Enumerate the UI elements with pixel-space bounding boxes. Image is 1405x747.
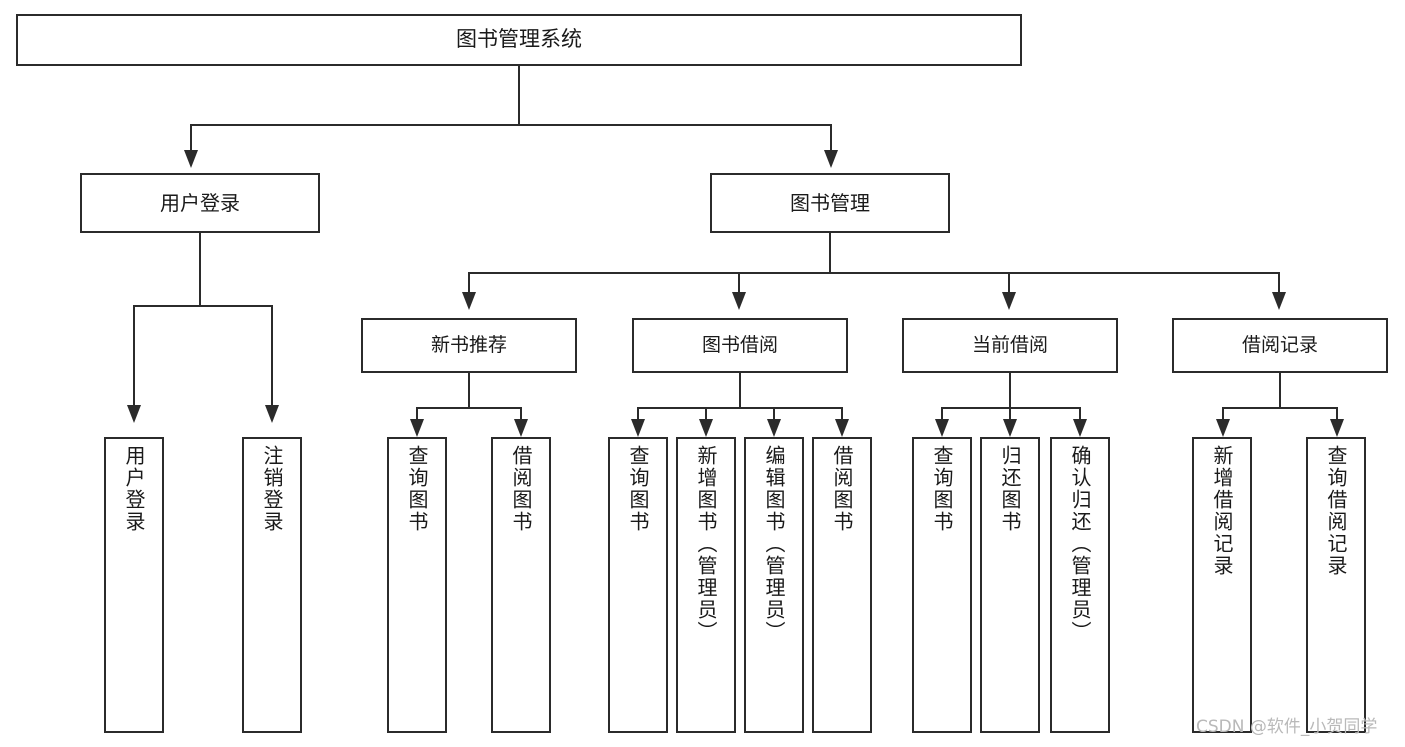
connector-to-current-borrow: [1008, 272, 1010, 294]
arrowhead-leaf-edit-book: [767, 419, 781, 437]
node-user-login[interactable]: 用户登录: [80, 173, 320, 233]
node-label: 查询借阅记录: [1324, 445, 1348, 577]
node-current-borrow[interactable]: 当前借阅: [902, 318, 1118, 373]
node-label: 确认归还（管理员）: [1068, 445, 1092, 643]
connector-borrow-record-drop-1: [1222, 407, 1224, 421]
node-new-book-recommend[interactable]: 新书推荐: [361, 318, 577, 373]
connector-user-login-bar: [133, 305, 271, 307]
node-leaf-logout[interactable]: 注销登录: [242, 437, 302, 733]
node-label: 注销登录: [260, 445, 284, 533]
connector-new-book-recommend-bar: [416, 407, 522, 409]
node-leaf-query-record[interactable]: 查询借阅记录: [1306, 437, 1366, 733]
connector-current-borrow-stem: [1009, 373, 1011, 407]
node-root-system[interactable]: 图书管理系统: [16, 14, 1022, 66]
node-label: 借阅图书: [830, 445, 854, 533]
node-label: 新书推荐: [430, 333, 507, 356]
node-label: 查询图书: [405, 445, 429, 533]
connector-new-book-recommend-stem: [468, 373, 470, 407]
node-book-borrow[interactable]: 图书借阅: [632, 318, 848, 373]
connector-book-borrow-bar: [637, 407, 843, 409]
arrowhead-leaf-query-book-2: [631, 419, 645, 437]
connector-user-login-drop-2: [271, 305, 273, 407]
node-label: 用户登录: [122, 445, 146, 533]
node-label: 图书管理系统: [456, 27, 582, 52]
node-borrow-record[interactable]: 借阅记录: [1172, 318, 1388, 373]
node-label: 借阅图书: [509, 445, 533, 533]
arrowhead-to-user-login: [184, 150, 198, 168]
node-leaf-edit-book[interactable]: 编辑图书（管理员）: [744, 437, 804, 733]
arrowhead-leaf-user-login: [127, 405, 141, 423]
node-leaf-borrow-book-1[interactable]: 借阅图书: [491, 437, 551, 733]
arrowhead-to-current-borrow: [1002, 292, 1016, 310]
connector-borrow-record-bar: [1222, 407, 1338, 409]
connector-to-book-manage: [830, 124, 832, 152]
node-leaf-return-book[interactable]: 归还图书: [980, 437, 1040, 733]
csdn-watermark: CSDN @软件_小贺同学: [1196, 717, 1378, 737]
connector-user-login-drop-1: [133, 305, 135, 407]
connector-current-borrow-drop-2: [1009, 407, 1011, 421]
connector-book-borrow-drop-3: [773, 407, 775, 421]
arrowhead-leaf-query-book-3: [935, 419, 949, 437]
arrowhead-leaf-logout: [265, 405, 279, 423]
connector-book-borrow-stem: [739, 373, 741, 407]
connector-current-borrow-drop-1: [941, 407, 943, 421]
connector-to-book-borrow: [738, 272, 740, 294]
node-leaf-add-record[interactable]: 新增借阅记录: [1192, 437, 1252, 733]
arrowhead-to-borrow-record: [1272, 292, 1286, 310]
connector-book-borrow-drop-1: [637, 407, 639, 421]
node-book-manage[interactable]: 图书管理: [710, 173, 950, 233]
connector-current-borrow-drop-3: [1079, 407, 1081, 421]
node-label: 当前借阅: [971, 333, 1048, 356]
arrowhead-leaf-confirm-return: [1073, 419, 1087, 437]
node-label: 图书借阅: [701, 333, 778, 356]
node-label: 新增借阅记录: [1210, 445, 1234, 577]
node-label: 归还图书: [998, 445, 1022, 533]
connector-user-login-stem: [199, 233, 201, 305]
arrowhead-leaf-return-book: [1003, 419, 1017, 437]
arrowhead-leaf-query-book-1: [410, 419, 424, 437]
arrowhead-leaf-query-record: [1330, 419, 1344, 437]
connector-borrow-record-drop-2: [1336, 407, 1338, 421]
node-label: 编辑图书（管理员）: [762, 445, 786, 643]
node-label: 图书管理: [790, 190, 870, 215]
node-label: 借阅记录: [1241, 333, 1318, 356]
connector-book-borrow-drop-4: [841, 407, 843, 421]
node-label: 新增图书（管理员）: [694, 445, 718, 643]
node-leaf-add-book[interactable]: 新增图书（管理员）: [676, 437, 736, 733]
connector-to-user-login: [190, 124, 192, 152]
arrowhead-to-book-manage: [824, 150, 838, 168]
arrowhead-leaf-borrow-book-2: [835, 419, 849, 437]
arrowhead-to-new-book-recommend: [462, 292, 476, 310]
node-label: 查询图书: [930, 445, 954, 533]
node-leaf-user-login[interactable]: 用户登录: [104, 437, 164, 733]
node-leaf-query-book-1[interactable]: 查询图书: [387, 437, 447, 733]
connector-to-borrow-record: [1278, 272, 1280, 294]
arrowhead-leaf-borrow-book-1: [514, 419, 528, 437]
arrowhead-leaf-add-record: [1216, 419, 1230, 437]
node-leaf-borrow-book-2[interactable]: 借阅图书: [812, 437, 872, 733]
connector-new-book-recommend-drop-2: [520, 407, 522, 421]
connector-level1-bar: [190, 124, 832, 126]
connector-book-borrow-drop-2: [705, 407, 707, 421]
connector-book-manage-stem: [829, 233, 831, 272]
node-leaf-query-book-3[interactable]: 查询图书: [912, 437, 972, 733]
arrowhead-to-book-borrow: [732, 292, 746, 310]
node-label: 用户登录: [160, 190, 240, 215]
connector-root-stem: [518, 66, 520, 124]
connector-to-new-book-recommend: [468, 272, 470, 294]
node-leaf-confirm-return[interactable]: 确认归还（管理员）: [1050, 437, 1110, 733]
connector-current-borrow-bar: [941, 407, 1081, 409]
connector-level3-bar: [468, 272, 1280, 274]
node-leaf-query-book-2[interactable]: 查询图书: [608, 437, 668, 733]
arrowhead-leaf-add-book: [699, 419, 713, 437]
connector-borrow-record-stem: [1279, 373, 1281, 407]
connector-new-book-recommend-drop-1: [416, 407, 418, 421]
node-label: 查询图书: [626, 445, 650, 533]
